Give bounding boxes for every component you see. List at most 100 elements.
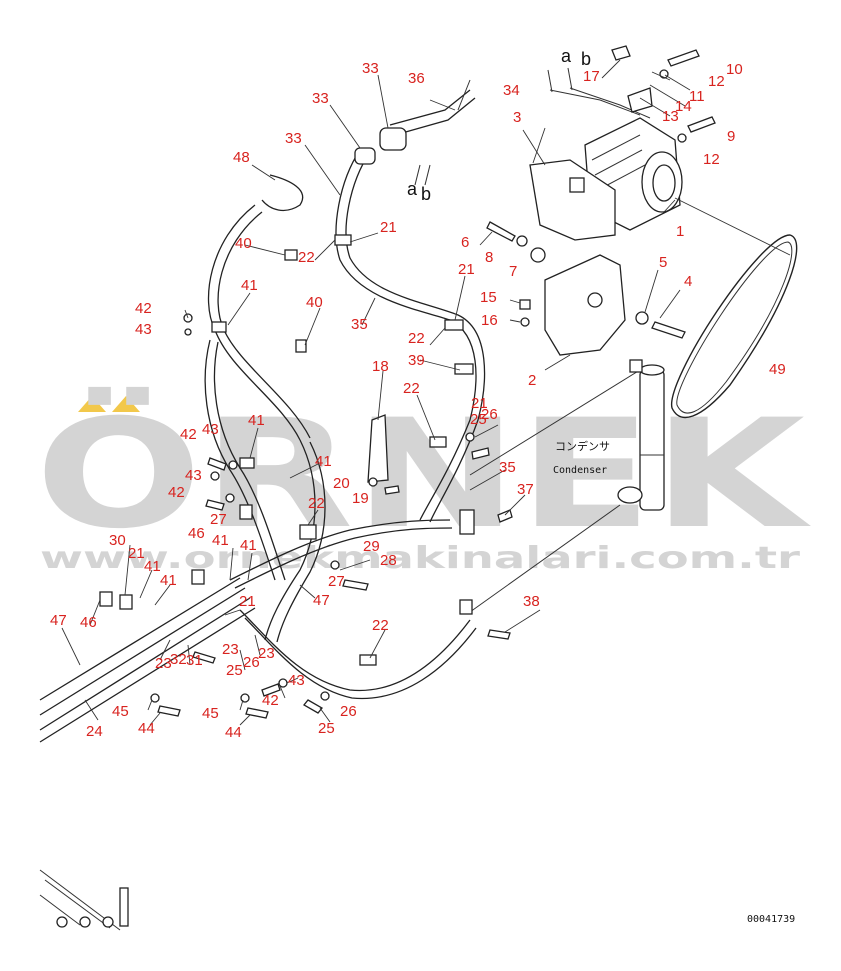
callout: 43 (288, 672, 305, 689)
callout: 41 (241, 277, 258, 294)
bolt-9 (687, 116, 716, 133)
bolt-15 (519, 299, 531, 310)
callout: 42 (135, 300, 152, 317)
callout: 18 (372, 358, 389, 375)
callout: 23 (155, 655, 172, 672)
callout: 26 (481, 406, 498, 423)
callout: 41 (248, 412, 265, 429)
watermark: ÖRNEK www.ornekmakinalari.com.tr (35, 386, 811, 576)
callout: 1 (676, 223, 684, 240)
callout: 12 (703, 151, 720, 168)
callout: 29 (363, 538, 380, 555)
callout: 35 (351, 316, 368, 333)
callout: 21 (239, 593, 256, 610)
callout: 7 (509, 263, 517, 280)
callout: 22 (403, 380, 420, 397)
callout: 17 (583, 68, 600, 85)
callout: 21 (471, 395, 488, 412)
callout: 38 (523, 593, 540, 610)
callout: 48 (233, 149, 250, 166)
figure-code: 00041739 (747, 914, 795, 925)
callout: 5 (659, 254, 667, 271)
callout: 25 (470, 411, 487, 428)
callout: 43 (185, 467, 202, 484)
callout: 42 (180, 426, 197, 443)
callout: 47 (50, 612, 67, 629)
callout: 26 (243, 654, 260, 671)
callout: 44 (138, 720, 155, 737)
leader-lines (61, 59, 791, 726)
receiver-drier (639, 369, 665, 511)
callout: 43 (202, 421, 219, 438)
callout: 3 (513, 109, 521, 126)
callout: 24 (86, 723, 103, 740)
callout: 42 (262, 692, 279, 709)
watermark-url: www.ornekmakinalari.com.tr (40, 541, 800, 576)
bracket-18 (367, 414, 389, 483)
callout: 42 (168, 484, 185, 501)
condenser-label-en: Condenser (553, 465, 607, 476)
callout: 16 (481, 312, 498, 329)
labels: コンデンサ Condenser 00041739 a b a b (407, 46, 795, 925)
callout: 27 (210, 511, 227, 528)
callout: 33 (312, 90, 329, 107)
callout: 46 (80, 614, 97, 631)
callout: 43 (135, 321, 152, 338)
callout: 23 (222, 641, 239, 658)
callout: 9 (727, 128, 735, 145)
callout: 20 (333, 475, 350, 492)
callout: 32 (170, 651, 187, 668)
callout: 34 (503, 82, 520, 99)
bolt-10 (667, 49, 700, 67)
callout: 21 (128, 545, 145, 562)
watermark-accent-left (78, 396, 106, 412)
washer-16 (520, 317, 530, 327)
callout: 37 (517, 481, 534, 498)
callout: 22 (372, 617, 389, 634)
callout: 10 (726, 61, 743, 78)
callout: 30 (109, 532, 126, 549)
callout: 41 (144, 558, 161, 575)
callout: 25 (226, 662, 243, 679)
bolt-6 (486, 221, 516, 242)
connector-label-a-left: a (407, 179, 418, 199)
callout: 40 (306, 294, 323, 311)
callouts: 1 2 3 4 5 6 7 8 9 10 11 12 12 13 14 15 1… (50, 60, 786, 741)
callout: 41 (212, 532, 229, 549)
callout: 13 (662, 108, 679, 125)
callout: 2 (528, 372, 536, 389)
connector-label-a-top: a (561, 46, 572, 66)
callout: 8 (485, 249, 493, 266)
condenser-label-jp: コンデンサ (555, 439, 610, 453)
connector-label-b-top: b (581, 49, 591, 69)
callout: 41 (160, 572, 177, 589)
connector-label-b-left: b (421, 184, 431, 204)
callout: 49 (769, 361, 786, 378)
spacer-7 (530, 247, 546, 263)
callout: 27 (328, 573, 345, 590)
callout: 46 (188, 525, 205, 542)
callout: 33 (362, 60, 379, 77)
bracket-2 (544, 254, 626, 356)
callout: 40 (235, 235, 252, 252)
callout: 14 (675, 98, 692, 115)
washer-8 (516, 235, 528, 247)
callout: 21 (458, 261, 475, 278)
callout: 22 (298, 249, 315, 266)
condenser-receiver (469, 359, 665, 613)
callout: 36 (408, 70, 425, 87)
washer-5 (635, 311, 649, 325)
compressor-assembly (486, 45, 798, 419)
callout: 41 (315, 453, 332, 470)
callout: 21 (380, 219, 397, 236)
callout: 15 (480, 289, 497, 306)
bolt-4 (651, 321, 686, 339)
callout: 25 (318, 720, 335, 737)
callout: 26 (340, 703, 357, 720)
callout: 22 (408, 330, 425, 347)
callout: 41 (240, 537, 257, 554)
callout: 45 (112, 703, 129, 720)
callout: 6 (461, 234, 469, 251)
watermark-brand: ÖRNEK (35, 386, 811, 562)
